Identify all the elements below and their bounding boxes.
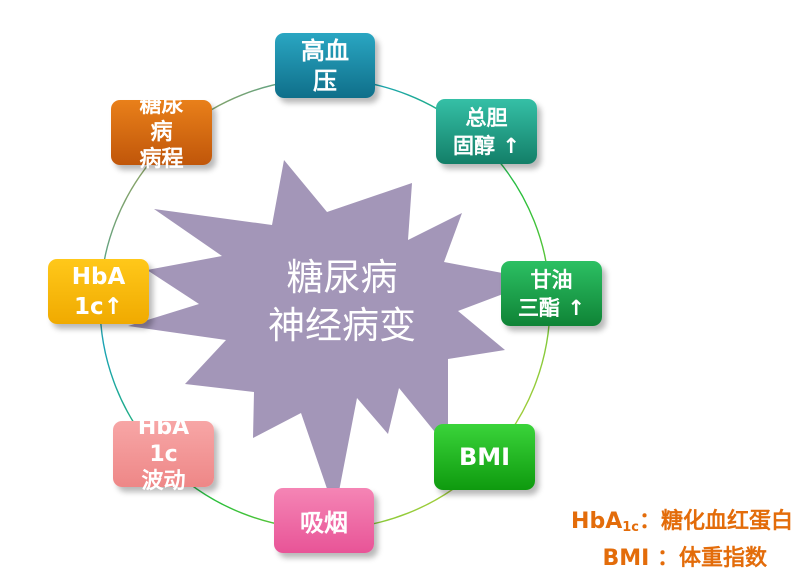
factor-hba1c-fluctuation-line-3: 波动 [141,468,186,494]
legend-bmi-definition: ：体重指数 [656,546,767,571]
factor-hba1c-elevated-line-2: 1c↑ [74,293,123,320]
factor-hba1c-fluctuation-line-2: 1c [149,441,178,467]
factor-triglycerides: 甘油 三酯 ↑ [501,261,602,326]
factor-smoking: 吸烟 [274,488,374,553]
legend-hba1c-subscript: 1c [622,520,639,535]
factor-diabetes-duration: 糖尿 病 病程 [111,93,212,172]
legend-hba1c-abbr: HbA [571,509,623,534]
factor-diabetes-duration-line-3: 病程 [139,147,184,172]
factor-cholesterol-line-1: 总胆 [465,105,508,130]
legend-bmi-abbr: BMI [602,546,650,571]
legend-bmi: BMI ：体重指数 [602,540,767,572]
legend-hba1c: HbA1c：糖化血红蛋白 [571,503,793,535]
factor-triglycerides-line-1: 甘油 [530,267,573,292]
factor-bmi-line-1: BMI [458,443,511,471]
central-topic: 糖尿病 神经病变 [232,254,452,350]
factor-total-cholesterol: 总胆 固醇 ↑ [436,99,537,164]
factor-hba1c-fluctuation: HbA 1c 波动 [113,415,214,494]
central-topic-line-1: 糖尿病 [286,256,398,299]
legend-hba1c-definition: ：糖化血红蛋白 [638,509,793,534]
factor-hba1c-elevated-line-1: HbA [71,263,126,290]
factor-hypertension: 高血 压 [275,33,375,98]
factor-hypertension-line-2: 压 [313,66,337,95]
factor-diabetes-duration-line-2: 病 [150,120,173,145]
factor-hba1c-elevated: HbA 1c↑ [48,259,149,324]
factor-hypertension-line-1: 高血 [301,36,349,65]
central-topic-line-2: 神经病变 [268,304,416,347]
factor-smoking-line-1: 吸烟 [300,509,348,537]
center-star [128,160,540,512]
factor-triglycerides-line-2: 三酯 ↑ [518,295,585,320]
factor-hba1c-fluctuation-line-1: HbA [137,414,190,440]
factor-diabetes-duration-line-1: 糖尿 [139,93,184,118]
factor-bmi: BMI [434,424,535,490]
factor-cholesterol-line-2: 固醇 ↑ [453,133,520,158]
